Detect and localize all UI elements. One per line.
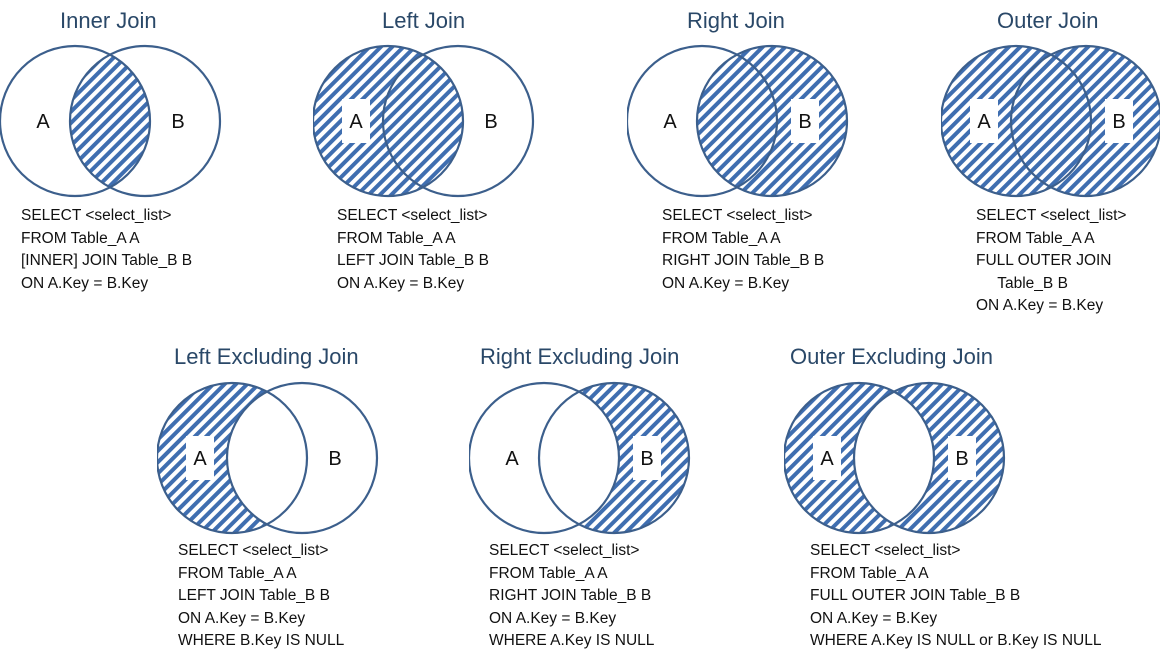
set-a-circle bbox=[784, 381, 936, 535]
set-a-label: A bbox=[977, 111, 991, 133]
diagram-title: Inner Join bbox=[60, 8, 157, 33]
sql-line: WHERE A.Key IS NULL or B.Key IS NULL bbox=[810, 632, 1102, 650]
diagram-title: Right Excluding Join bbox=[480, 344, 680, 369]
set-b-circle bbox=[225, 381, 379, 535]
sql-line: FROM Table_A A bbox=[178, 564, 297, 582]
sql-line: FULL OUTER JOIN Table_B B bbox=[810, 587, 1021, 605]
sql-line: SELECT <select_list> bbox=[337, 207, 488, 224]
set-a-circle bbox=[941, 44, 1093, 198]
set-b-label: B bbox=[798, 111, 811, 133]
set-b-label: B bbox=[640, 448, 653, 470]
sql-line: ON A.Key = B.Key bbox=[976, 297, 1104, 315]
set-b-circle bbox=[695, 44, 849, 198]
sql-code: SELECT <select_list> FROM Table_A A [INNER… bbox=[21, 205, 192, 295]
diagram-title: Outer Join bbox=[997, 8, 1099, 33]
set-a-label: A bbox=[505, 448, 519, 470]
sql-line: RIGHT JOIN Table_B B bbox=[489, 587, 652, 605]
set-b-label-background bbox=[633, 436, 661, 480]
sql-code: SELECT <select_list> FROM Table_A A LEFT J… bbox=[337, 205, 489, 295]
set-b-fill bbox=[1011, 46, 1160, 196]
set-a-label-background bbox=[186, 436, 214, 480]
sql-line: SELECT <select_list> bbox=[178, 542, 329, 559]
set-a-label: A bbox=[820, 448, 834, 470]
set-a-label: A bbox=[36, 111, 50, 133]
sql-line: WHERE B.Key IS NULL bbox=[178, 632, 345, 650]
set-b-label: B bbox=[328, 448, 341, 470]
sql-line: ON A.Key = B.Key bbox=[810, 609, 938, 627]
set-a-circle bbox=[0, 44, 152, 198]
set-a-circle bbox=[157, 381, 309, 535]
set-b-label-background bbox=[791, 99, 819, 143]
sql-line: FROM Table_A A bbox=[662, 229, 781, 247]
diagram-title: Left Excluding Join bbox=[174, 344, 359, 369]
set-a-label-background bbox=[970, 99, 998, 143]
sql-line: FROM Table_A A bbox=[810, 564, 929, 582]
diagram-title: Outer Excluding Join bbox=[790, 344, 993, 369]
diagram-title: Left Join bbox=[382, 8, 466, 33]
set-a-label-background bbox=[342, 99, 370, 143]
sql-code: SELECT <select_list> FROM Table_A A RIGHT … bbox=[489, 540, 654, 653]
set-b-label: B bbox=[1112, 111, 1125, 133]
set-b-label: B bbox=[955, 448, 968, 470]
sql-line: ON A.Key = B.Key bbox=[178, 609, 306, 627]
set-b-label: B bbox=[171, 111, 184, 133]
set-b-label-background bbox=[1105, 99, 1133, 143]
set-a-label: A bbox=[663, 111, 677, 133]
set-a-fill bbox=[313, 46, 463, 196]
sql-line: RIGHT JOIN Table_B B bbox=[662, 252, 825, 270]
sql-code: SELECT <select_list> FROM Table_A A RIGHT … bbox=[662, 205, 824, 295]
sql-line: FROM Table_A A bbox=[21, 229, 140, 247]
sql-code: SELECT <select_list> FROM Table_A A LEFT J… bbox=[178, 540, 344, 653]
set-b-label-background bbox=[948, 436, 976, 480]
sql-line: FROM Table_A A bbox=[976, 229, 1095, 247]
set-a-label: A bbox=[349, 111, 363, 133]
sql-line: [INNER] JOIN Table_B B bbox=[21, 252, 193, 270]
sql-line: FROM Table_A A bbox=[489, 564, 608, 582]
sql-line: ON A.Key = B.Key bbox=[489, 609, 617, 627]
set-b-circle bbox=[1009, 44, 1160, 198]
set-b-circle bbox=[381, 44, 535, 198]
set-b-only-fill bbox=[854, 383, 1004, 533]
set-b-fill bbox=[697, 46, 847, 196]
set-a-label-background bbox=[813, 436, 841, 480]
sql-code: SELECT <select_list> FROM Table_A A FULL O… bbox=[976, 205, 1126, 318]
set-a-only-fill bbox=[157, 383, 307, 533]
set-b-only-fill bbox=[539, 383, 689, 533]
set-a-circle bbox=[313, 44, 465, 198]
set-b-circle bbox=[537, 381, 691, 535]
sql-line: WHERE A.Key IS NULL bbox=[489, 632, 655, 650]
set-a-circle bbox=[469, 381, 621, 535]
sql-line: LEFT JOIN Table_B B bbox=[337, 252, 489, 270]
sql-line: ON A.Key = B.Key bbox=[337, 274, 465, 292]
intersection-fill bbox=[70, 46, 150, 196]
sql-line: SELECT <select_list> bbox=[662, 207, 813, 224]
sql-line: FULL OUTER JOIN bbox=[976, 252, 1112, 270]
sql-line: SELECT <select_list> bbox=[21, 207, 172, 224]
sql-line: ON A.Key = B.Key bbox=[21, 274, 149, 292]
sql-code: SELECT <select_list> FROM Table_A A FULL O… bbox=[810, 540, 1101, 653]
set-a-label: A bbox=[193, 448, 207, 470]
sql-line: SELECT <select_list> bbox=[810, 542, 961, 559]
sql-line: ON A.Key = B.Key bbox=[662, 274, 790, 292]
set-b-label: B bbox=[484, 111, 497, 133]
diagram-title: Right Join bbox=[687, 8, 785, 33]
sql-line: LEFT JOIN Table_B B bbox=[178, 587, 330, 605]
sql-line: SELECT <select_list> bbox=[489, 542, 640, 559]
set-b-circle bbox=[852, 381, 1006, 535]
set-a-circle bbox=[627, 44, 779, 198]
sql-line: FROM Table_A A bbox=[337, 229, 456, 247]
sql-line: Table_B B bbox=[976, 274, 1068, 292]
sql-line: SELECT <select_list> bbox=[976, 207, 1127, 224]
set-b-circle bbox=[68, 44, 222, 198]
